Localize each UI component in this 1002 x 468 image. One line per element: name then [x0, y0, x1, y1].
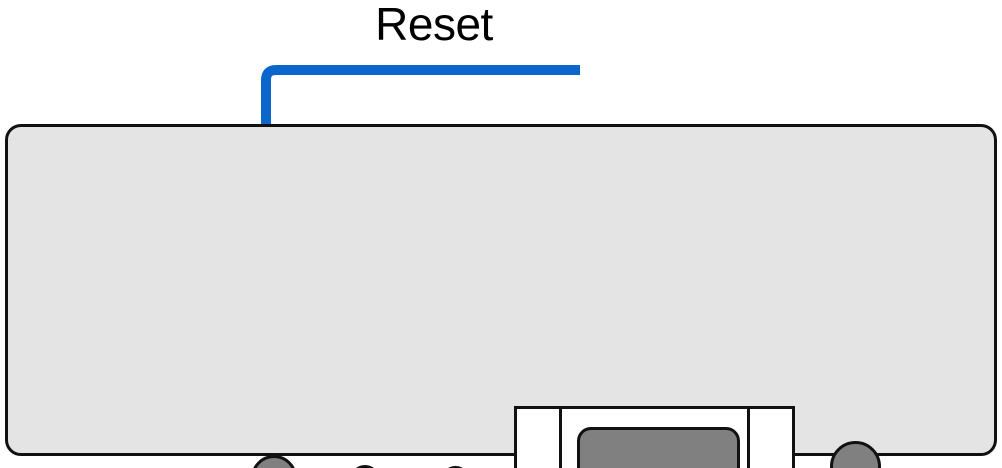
connector-divider-right [747, 409, 750, 468]
reset-button[interactable] [251, 455, 297, 468]
device-front-panel: Reset Status Ω [5, 124, 997, 468]
callout-title: Reset [375, 0, 493, 50]
omega-port[interactable] [830, 441, 881, 468]
connector-divider-left [559, 409, 562, 468]
connector-contact-pad [577, 427, 740, 468]
connector-slot[interactable] [514, 406, 795, 468]
